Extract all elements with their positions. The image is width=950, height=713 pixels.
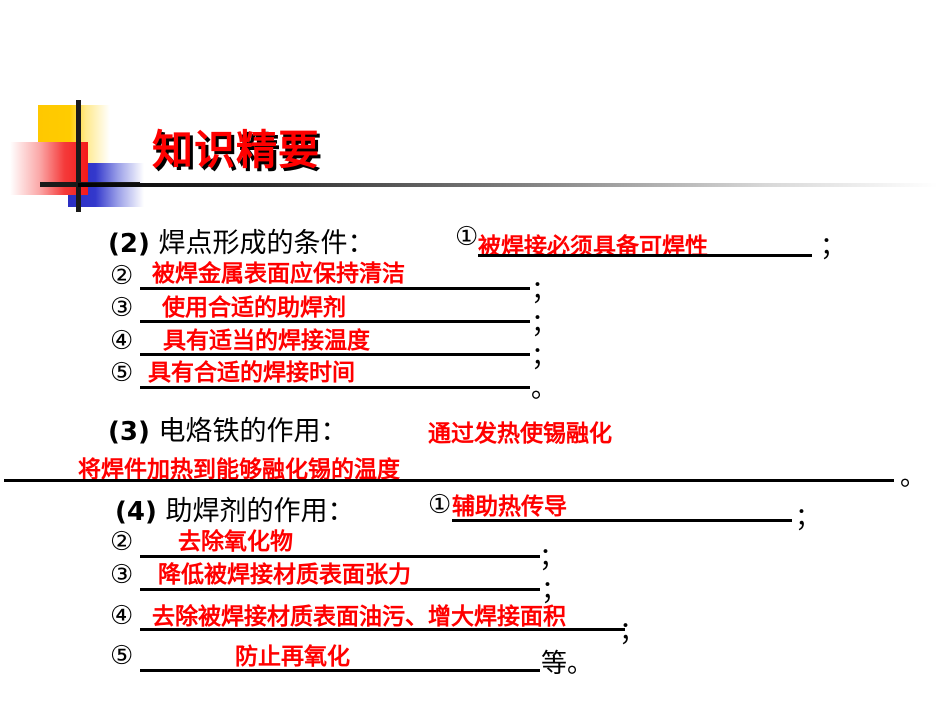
section-2-item-1-punct: ； bbox=[820, 232, 847, 262]
section-4-item-3-punct: ； bbox=[541, 576, 568, 606]
decorative-logo bbox=[10, 100, 144, 212]
section-4-item-3-answer: 降低被焊接材质表面张力 bbox=[158, 561, 411, 588]
section-3-answer-line-1: 通过发热使锡融化 bbox=[428, 420, 612, 447]
section-4-item-4-marker: ④ bbox=[110, 601, 134, 631]
section-2-item-5-answer: 具有合适的焊接时间 bbox=[148, 360, 355, 386]
section-3-heading: (3) 电烙铁的作用： bbox=[108, 409, 347, 448]
page-title: 知识精要 bbox=[152, 126, 320, 174]
section-2-item-5-punct: 。 bbox=[531, 374, 558, 404]
section-4-item-1-punct: ； bbox=[795, 503, 822, 533]
section-2-item-2-answer: 被焊金属表面应保持清洁 bbox=[152, 261, 405, 287]
section-2-item-3-answer: 使用合适的助焊剂 bbox=[162, 295, 346, 321]
section-2-item-3-marker: ③ bbox=[110, 293, 134, 323]
section-4-item-3-marker: ③ bbox=[110, 560, 134, 590]
section-2-item-1-marker: ① bbox=[455, 222, 479, 252]
section-4-item-4-punct: ； bbox=[619, 617, 646, 647]
section-4-item-3-blank-rule bbox=[140, 588, 540, 591]
section-2-item-3-punct: ； bbox=[531, 309, 558, 339]
section-4-item-1-answer: 辅助热传导 bbox=[452, 493, 567, 520]
section-2-item-3-blank-rule bbox=[140, 320, 530, 323]
section-2-item-2-blank-rule bbox=[140, 287, 530, 290]
section-4-item-5-blank-rule bbox=[140, 669, 540, 672]
section-4-item-2-punct: ； bbox=[539, 543, 566, 573]
section-2-number: (2) bbox=[108, 229, 150, 259]
section-3-punct: 。 bbox=[900, 462, 927, 492]
section-4-item-1-marker: ① bbox=[428, 490, 452, 520]
section-3-heading-text: 电烙铁的作用： bbox=[158, 416, 348, 447]
section-4-item-4-blank-rule bbox=[140, 628, 625, 631]
section-4-item-5-punct: 等。 bbox=[541, 649, 594, 679]
section-4-item-5-answer: 防止再氧化 bbox=[235, 643, 350, 670]
section-2-item-4-punct: ； bbox=[531, 342, 558, 372]
section-2-heading-text: 焊点形成的条件： bbox=[158, 228, 375, 259]
section-2-item-1-blank-rule bbox=[478, 254, 812, 257]
section-2-item-2-punct: ； bbox=[531, 276, 558, 306]
section-4-heading: (4) 助焊剂的作用： bbox=[115, 489, 354, 528]
section-4-item-1-blank-rule bbox=[452, 519, 792, 522]
section-2-heading: (2) 焊点形成的条件： bbox=[108, 221, 374, 260]
section-3-number: (3) bbox=[108, 417, 150, 447]
section-4-item-5-marker: ⑤ bbox=[110, 641, 134, 671]
section-4-item-4-answer: 去除被焊接材质表面油污、增大焊接面积 bbox=[152, 603, 566, 630]
section-4-item-2-marker: ② bbox=[110, 527, 134, 557]
section-3-blank-rule bbox=[4, 479, 894, 482]
section-3-answer-line-2: 将焊件加热到能够融化锡的温度 bbox=[78, 456, 400, 483]
section-4-number: (4) bbox=[115, 497, 157, 527]
section-2-item-2-marker: ② bbox=[110, 261, 134, 291]
section-2-item-4-answer: 具有适当的焊接温度 bbox=[163, 328, 370, 354]
section-2-item-4-blank-rule bbox=[140, 353, 530, 356]
section-4-heading-text: 助焊剂的作用： bbox=[165, 496, 355, 527]
section-2-item-5-blank-rule bbox=[140, 386, 530, 389]
section-4-item-2-blank-rule bbox=[140, 555, 540, 558]
logo-vertical-line bbox=[76, 100, 81, 212]
section-4-item-2-answer: 去除氧化物 bbox=[178, 528, 293, 555]
header-divider-rule bbox=[78, 183, 938, 187]
section-2-item-5-marker: ⑤ bbox=[110, 358, 134, 388]
section-2-item-4-marker: ④ bbox=[110, 326, 134, 356]
